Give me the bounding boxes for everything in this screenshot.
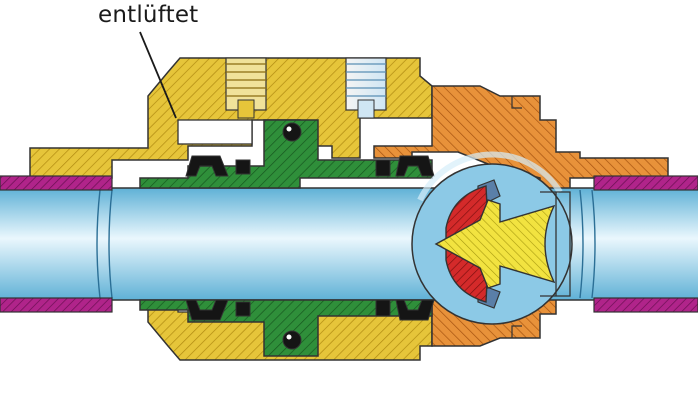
thread-collar-left-bottom bbox=[0, 297, 113, 313]
o-ring-seals bbox=[185, 122, 435, 350]
thread-collar-left-top bbox=[0, 175, 113, 191]
vent-channel-top bbox=[177, 119, 253, 145]
threaded-port-right bbox=[345, 57, 387, 119]
valve-disc bbox=[434, 199, 556, 289]
threaded-port-left bbox=[225, 57, 267, 119]
thread-collar-right-top bbox=[593, 175, 698, 191]
pipe bbox=[0, 187, 698, 301]
thread-collar-right-bottom bbox=[593, 297, 698, 313]
callout-leader bbox=[139, 31, 177, 119]
valve-cage bbox=[540, 191, 571, 297]
vent-callout-label: entlüftet bbox=[98, 2, 199, 28]
